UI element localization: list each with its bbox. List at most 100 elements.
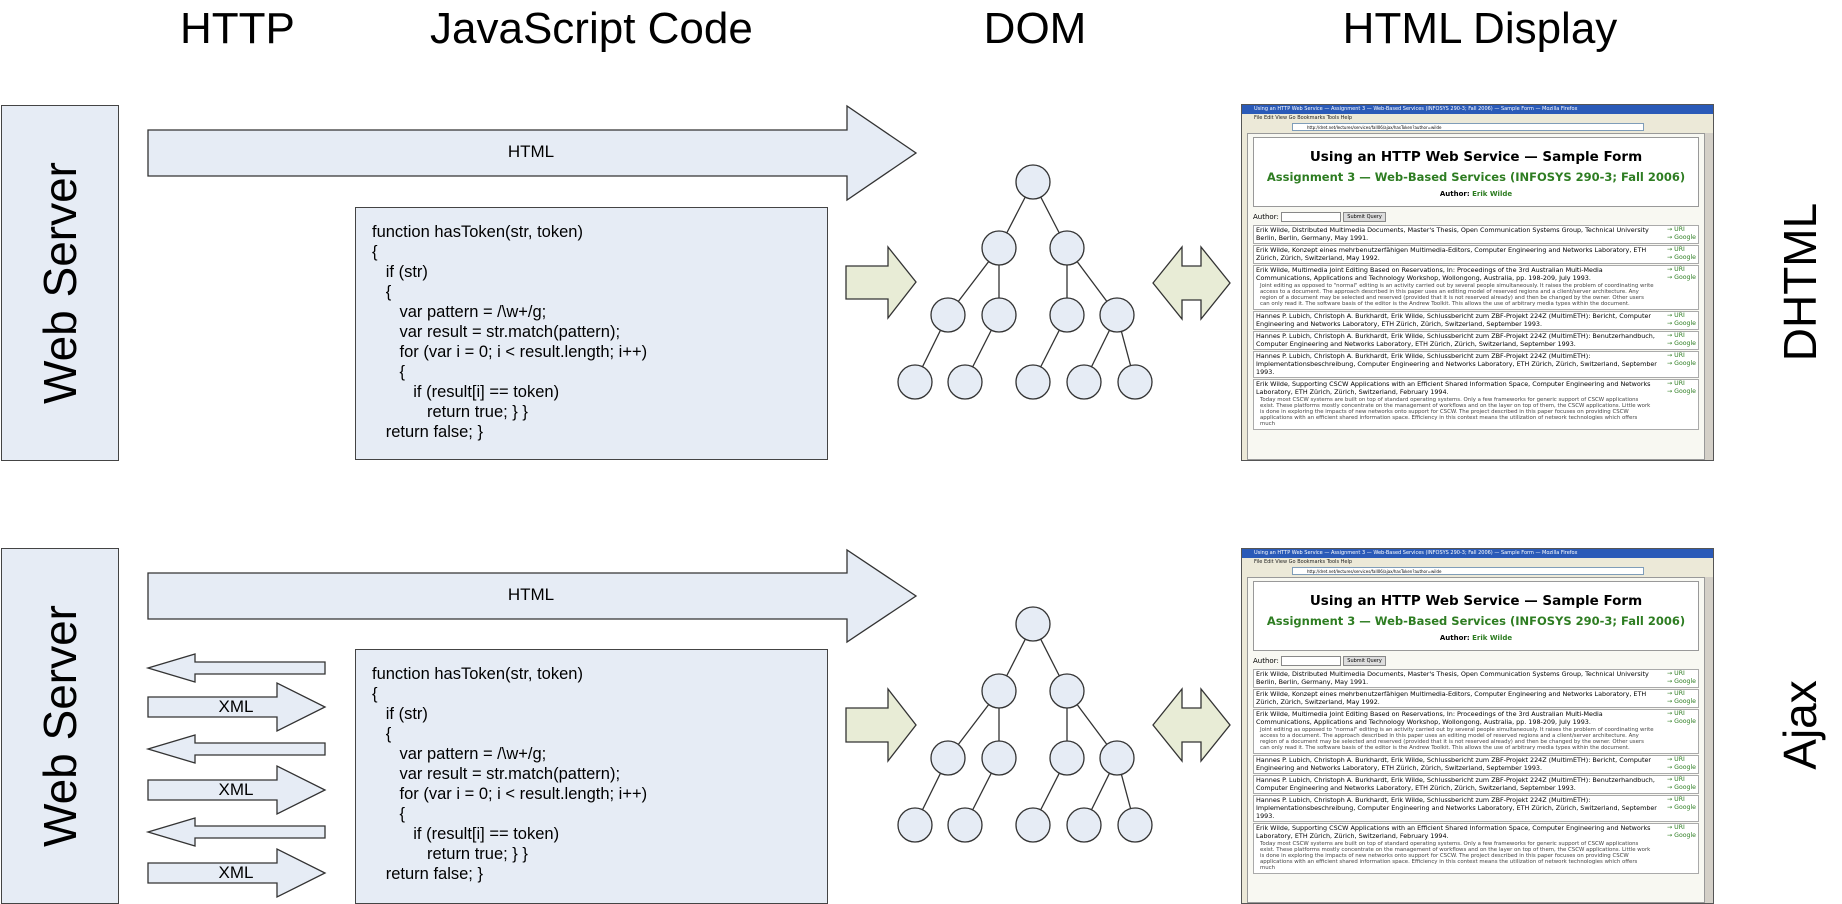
dom-node: [981, 740, 1017, 776]
dom-node: [1049, 740, 1085, 776]
google-link[interactable]: → Google: [1667, 234, 1696, 241]
author-form-label: Author:: [1253, 213, 1279, 221]
uri-link[interactable]: → URI: [1667, 226, 1685, 233]
dom-node: [897, 364, 933, 400]
uri-link[interactable]: → URI: [1667, 332, 1685, 339]
code-line: if (str): [372, 705, 428, 723]
uri-link[interactable]: → URI: [1667, 690, 1685, 697]
author-input[interactable]: [1281, 656, 1342, 666]
google-link[interactable]: → Google: [1667, 254, 1696, 261]
dom-node: [981, 297, 1017, 333]
page-subtitle[interactable]: Assignment 3 — Web-Based Services (INFOS…: [1266, 614, 1686, 628]
google-link[interactable]: → Google: [1667, 804, 1696, 811]
uri-link[interactable]: → URI: [1667, 352, 1685, 359]
uri-link[interactable]: → URI: [1667, 710, 1685, 717]
browser-menu-bar[interactable]: File Edit View Go Bookmarks Tools Help: [1254, 559, 1353, 565]
dom-node: [1099, 297, 1135, 333]
uri-link[interactable]: → URI: [1667, 246, 1685, 253]
google-link[interactable]: → Google: [1667, 764, 1696, 771]
code-line: if (result[i] == token): [372, 383, 560, 401]
dom-node: [1015, 164, 1051, 200]
uri-link[interactable]: → URI: [1667, 670, 1685, 677]
address-bar[interactable]: http://dret.net/lectures/services/fall06…: [1292, 123, 1644, 131]
publication-citation: Hannes P. Lubich, Christoph A. Burkhardt…: [1256, 776, 1655, 792]
scrollbar[interactable]: [1705, 133, 1713, 460]
html-arrow-label-ajax: HTML: [507, 585, 555, 604]
code-line: {: [372, 283, 392, 301]
dom-display-arrow-ajax: [1152, 687, 1231, 763]
js-to-dom-arrow-ajax: [845, 687, 917, 763]
uri-link[interactable]: → URI: [1667, 380, 1685, 387]
publication-entry: Erik Wilde, Konzept eines mehrbenutzerfä…: [1253, 689, 1699, 708]
dom-node: [930, 297, 966, 333]
dom-node: [1015, 364, 1051, 400]
publication-citation: Erik Wilde, Konzept eines mehrbenutzerfä…: [1256, 246, 1647, 262]
code-line: {: [372, 805, 406, 823]
dom-node: [1066, 807, 1102, 843]
code-line: if (str): [372, 263, 428, 281]
dom-node: [981, 673, 1017, 709]
publication-entry: Erik Wilde, Multimedia Joint Editing Bas…: [1253, 265, 1699, 310]
google-link[interactable]: → Google: [1667, 718, 1696, 725]
publication-list: Erik Wilde, Distributed Multimedia Docum…: [1248, 225, 1704, 430]
uri-link[interactable]: → URI: [1667, 776, 1685, 783]
publication-abstract: Today most CSCW systems are built on top…: [1260, 397, 1651, 427]
submit-query-button[interactable]: Submit Query: [1343, 656, 1386, 666]
code-line: {: [372, 243, 378, 261]
header-http: HTTP: [180, 4, 295, 53]
author-link[interactable]: Erik Wilde: [1472, 190, 1513, 198]
google-link[interactable]: → Google: [1667, 274, 1696, 281]
publication-citation: Erik Wilde, Distributed Multimedia Docum…: [1256, 226, 1649, 242]
google-link[interactable]: → Google: [1667, 678, 1696, 685]
publication-links: → URI→ Google: [1667, 776, 1696, 792]
google-link[interactable]: → Google: [1667, 832, 1696, 839]
browser-menu-bar[interactable]: File Edit View Go Bookmarks Tools Help: [1254, 115, 1353, 121]
google-link[interactable]: → Google: [1667, 388, 1696, 395]
google-link[interactable]: → Google: [1667, 698, 1696, 705]
submit-query-button[interactable]: Submit Query: [1343, 212, 1386, 222]
publication-entry: Hannes P. Lubich, Christoph A. Burkhardt…: [1253, 311, 1699, 330]
publication-citation: Hannes P. Lubich, Christoph A. Burkhardt…: [1256, 756, 1652, 772]
page-title: Using an HTTP Web Service — Sample Form: [1309, 149, 1643, 165]
uri-link[interactable]: → URI: [1667, 756, 1685, 763]
uri-link[interactable]: → URI: [1667, 266, 1685, 273]
publication-citation: Erik Wilde, Konzept eines mehrbenutzerfä…: [1256, 690, 1647, 706]
xml-arrow-label-2: XML: [218, 780, 254, 799]
publication-links: → URI→ Google: [1667, 352, 1696, 368]
html-arrow-ajax: [147, 548, 918, 644]
publication-links: → URI→ Google: [1667, 710, 1696, 726]
browser-toolbar: http://dret.net/lectures/services/fall06…: [1242, 566, 1713, 577]
dom-tree-dhtml: [897, 164, 1153, 400]
publication-abstract: Joint editing as opposed to "normal" edi…: [1260, 727, 1654, 751]
header-html-display: HTML Display: [1342, 4, 1618, 53]
dom-tree-ajax: [897, 606, 1153, 843]
html-arrow-label-dhtml: HTML: [507, 142, 555, 161]
xml-arrow-1: [147, 681, 327, 733]
publication-links: → URI→ Google: [1667, 670, 1696, 686]
google-link[interactable]: → Google: [1667, 320, 1696, 327]
publication-citation: Erik Wilde, Multimedia Joint Editing Bas…: [1256, 266, 1603, 282]
dom-node: [1015, 606, 1051, 642]
google-link[interactable]: → Google: [1667, 340, 1696, 347]
publication-entry: Hannes P. Lubich, Christoph A. Burkhardt…: [1253, 775, 1699, 794]
uri-link[interactable]: → URI: [1667, 796, 1685, 803]
author-form: Author: Submit Query: [1248, 211, 1704, 225]
publication-citation: Erik Wilde, Distributed Multimedia Docum…: [1256, 670, 1649, 686]
uri-link[interactable]: → URI: [1667, 824, 1685, 831]
google-link[interactable]: → Google: [1667, 784, 1696, 791]
code-line: return false; }: [372, 423, 483, 441]
google-link[interactable]: → Google: [1667, 360, 1696, 367]
address-bar[interactable]: http://dret.net/lectures/services/fall06…: [1292, 567, 1644, 575]
page-header: Using an HTTP Web Service — Sample Form …: [1253, 581, 1699, 651]
dom-display-arrow-dhtml: [1152, 245, 1231, 321]
page-subtitle[interactable]: Assignment 3 — Web-Based Services (INFOS…: [1266, 170, 1686, 184]
scrollbar[interactable]: [1705, 577, 1713, 903]
author-link[interactable]: Erik Wilde: [1472, 634, 1513, 642]
author-input[interactable]: [1281, 212, 1342, 222]
code-line: function hasToken(str, token): [372, 223, 583, 241]
publication-links: → URI→ Google: [1667, 266, 1696, 282]
uri-link[interactable]: → URI: [1667, 312, 1685, 319]
web-server-box-ajax: Web Server: [1, 548, 119, 904]
dom-node: [1049, 230, 1085, 266]
ajax-label: Ajax: [1774, 680, 1826, 770]
